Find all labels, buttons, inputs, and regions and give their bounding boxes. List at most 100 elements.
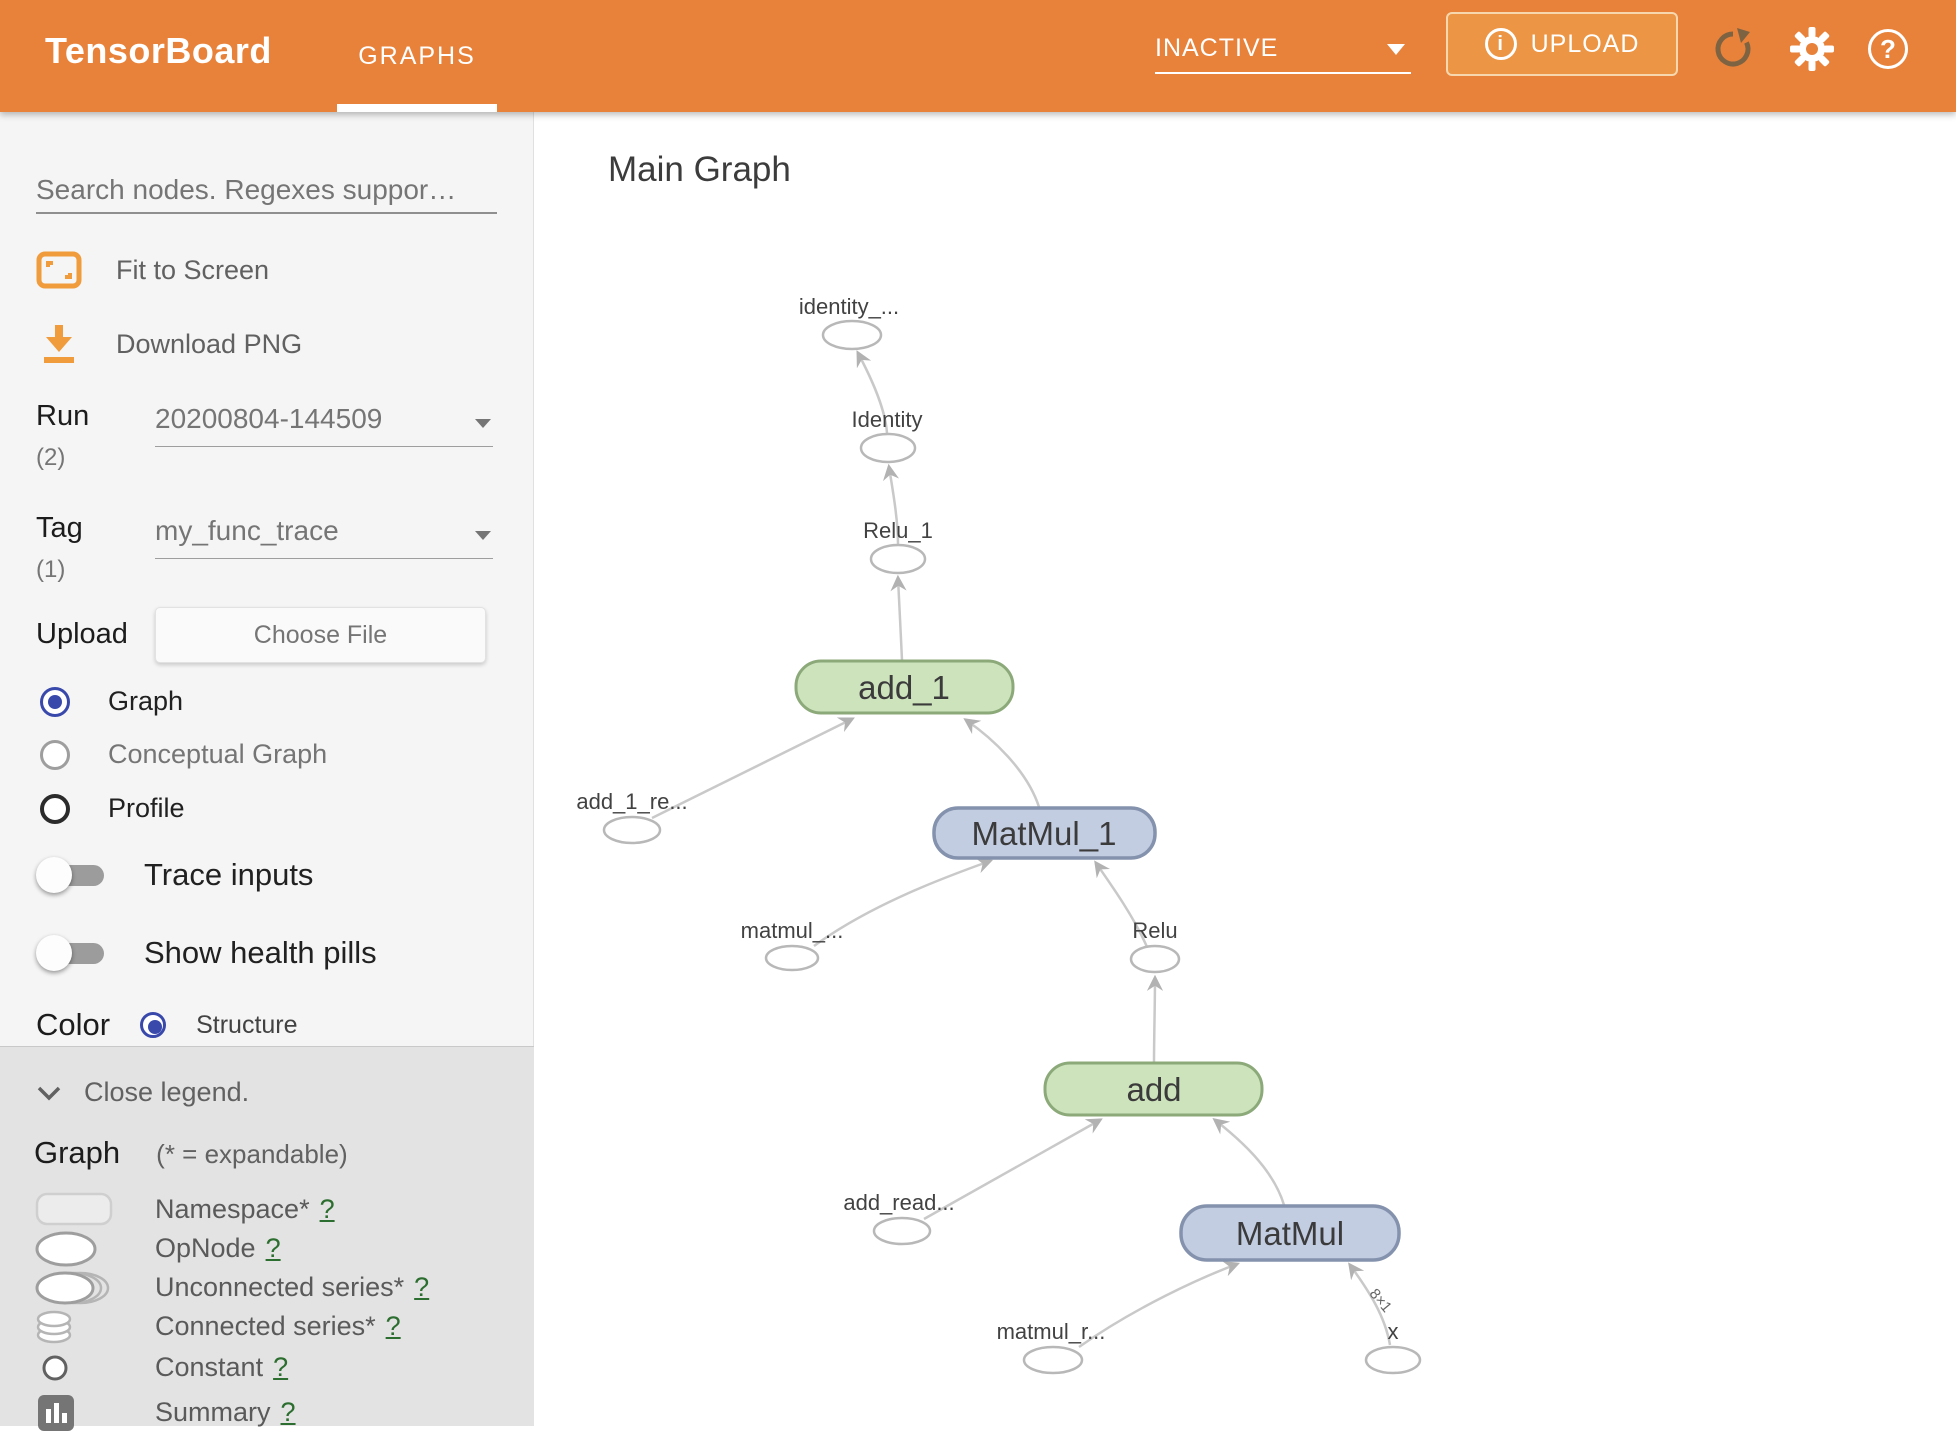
choose-file-button[interactable]: Choose File bbox=[155, 607, 486, 663]
node-label: matmul_r... bbox=[997, 1319, 1106, 1344]
search-input[interactable] bbox=[36, 168, 497, 214]
status-dropdown-value: INACTIVE bbox=[1155, 33, 1279, 62]
radio-structure[interactable] bbox=[140, 1012, 167, 1038]
node-label: MatMul_1 bbox=[972, 815, 1117, 852]
show-health-pills-toggle[interactable]: Show health pills bbox=[36, 935, 377, 971]
radio-graph-label: Graph bbox=[108, 686, 184, 716]
radio-selected-icon bbox=[40, 686, 70, 717]
edge-addread-to-add bbox=[923, 1118, 1103, 1221]
legend-item-label: Unconnected series* bbox=[155, 1272, 405, 1302]
tag-dropdown-value: my_func_trace bbox=[155, 515, 339, 546]
gear-icon[interactable] bbox=[1789, 26, 1835, 72]
legend-panel: Close legend. Graph (* = expandable) Nam… bbox=[0, 1046, 534, 1431]
tag-dropdown[interactable]: my_func_trace bbox=[155, 515, 493, 559]
edge-add1re-to-add1 bbox=[651, 717, 855, 820]
namespace-icon bbox=[35, 1192, 113, 1226]
close-legend-label: Close legend. bbox=[84, 1077, 250, 1107]
page-title: Main Graph bbox=[608, 150, 791, 189]
node-label: Identity bbox=[852, 407, 923, 432]
sidebar: Fit to Screen Download PNG Run (2) 20200… bbox=[0, 112, 534, 1431]
legend-heading-title: Graph bbox=[34, 1135, 121, 1170]
node-label: add_read... bbox=[843, 1190, 954, 1215]
help-icon: ? bbox=[1868, 29, 1908, 69]
toggle-off-icon bbox=[36, 935, 108, 971]
edge-add1-to-relu1 bbox=[890, 574, 907, 661]
unconnected-series-help-link[interactable]: ? bbox=[414, 1272, 430, 1302]
close-legend-button[interactable]: Close legend. bbox=[36, 1077, 249, 1108]
show-health-pills-label: Show health pills bbox=[144, 935, 377, 970]
tag-count: (1) bbox=[36, 556, 66, 583]
constant-help-link[interactable]: ? bbox=[273, 1352, 289, 1382]
edge-matmulr-to-matmul bbox=[1078, 1261, 1241, 1349]
legend-item-connected-series: Connected series*? bbox=[0, 1307, 534, 1347]
legend-item-label: Constant bbox=[155, 1352, 264, 1382]
edge-relu-to-matmul1 bbox=[1094, 860, 1149, 948]
run-dropdown[interactable]: 20200804-144509 bbox=[155, 403, 493, 447]
node-label: MatMul bbox=[1236, 1215, 1344, 1252]
color-row: Color Structure bbox=[36, 1007, 298, 1043]
node-matmul1-box[interactable] bbox=[932, 806, 1157, 860]
run-dropdown-value: 20200804-144509 bbox=[155, 403, 383, 434]
namespace-help-link[interactable]: ? bbox=[319, 1194, 335, 1224]
edge-shape-label: 8×1 bbox=[1366, 1285, 1395, 1315]
tab-active-indicator bbox=[337, 104, 497, 112]
fit-to-screen-button[interactable]: Fit to Screen bbox=[36, 250, 269, 290]
edge-matmul1-to-add1 bbox=[963, 718, 1041, 808]
upload-button[interactable]: i UPLOAD bbox=[1446, 12, 1678, 76]
download-png-button[interactable]: Download PNG bbox=[36, 322, 302, 366]
node-identity-ellipse[interactable] bbox=[859, 432, 917, 464]
trace-inputs-toggle[interactable]: Trace inputs bbox=[36, 857, 313, 893]
radio-graph[interactable]: Graph bbox=[40, 686, 183, 717]
legend-expandable-note: (* = expandable) bbox=[156, 1139, 348, 1169]
legend-item-label: Connected series* bbox=[155, 1311, 376, 1341]
run-label: Run bbox=[36, 400, 90, 432]
node-label: Relu bbox=[1132, 918, 1177, 943]
node-label: identity_... bbox=[799, 294, 899, 319]
legend-item-opnode: OpNode? bbox=[0, 1229, 534, 1269]
radio-conceptual-graph[interactable]: Conceptual Graph bbox=[40, 739, 327, 770]
download-icon bbox=[44, 325, 74, 363]
toggle-off-icon bbox=[36, 857, 108, 893]
help-button[interactable]: ? bbox=[1868, 29, 1914, 75]
node-label: matmul_... bbox=[741, 918, 844, 943]
connected-series-help-link[interactable]: ? bbox=[385, 1311, 401, 1341]
node-add1re-ellipse[interactable] bbox=[602, 815, 662, 845]
node-x-ellipse[interactable] bbox=[1364, 1345, 1422, 1375]
radio-profile[interactable]: Profile bbox=[40, 793, 185, 824]
upload-button-label: UPLOAD bbox=[1530, 29, 1640, 58]
edge-relu1-to-identity bbox=[883, 463, 900, 545]
color-label: Color bbox=[36, 1007, 111, 1042]
opnode-help-link[interactable]: ? bbox=[265, 1233, 281, 1263]
download-png-label: Download PNG bbox=[116, 328, 303, 359]
node-identity-out-ellipse[interactable] bbox=[821, 319, 883, 351]
upload-label: Upload bbox=[36, 618, 128, 650]
color-structure-label: Structure bbox=[196, 1010, 298, 1039]
node-add-box[interactable] bbox=[1043, 1061, 1264, 1117]
node-matmul-box[interactable] bbox=[1179, 1204, 1401, 1262]
node-matmulr-ellipse[interactable] bbox=[1022, 1345, 1084, 1375]
node-label: add bbox=[1126, 1071, 1181, 1108]
app-title: TensorBoard bbox=[45, 30, 272, 71]
tab-graphs[interactable]: GRAPHS bbox=[358, 41, 476, 70]
graph-svg[interactable]: 8×1 identity_... Identity Relu_1 add_1_r… bbox=[535, 112, 1956, 1426]
node-matmulread-ellipse[interactable] bbox=[764, 944, 820, 972]
node-label: Relu_1 bbox=[863, 518, 933, 543]
refresh-icon[interactable] bbox=[1710, 26, 1756, 72]
node-addread-ellipse[interactable] bbox=[872, 1216, 932, 1246]
info-icon: i bbox=[1484, 28, 1517, 60]
connected-series-icon bbox=[36, 1310, 72, 1344]
legend-item-label: OpNode bbox=[155, 1233, 256, 1263]
constant-icon bbox=[42, 1355, 68, 1381]
node-add1-box[interactable] bbox=[794, 659, 1015, 715]
fit-to-screen-label: Fit to Screen bbox=[116, 254, 270, 285]
node-label: add_1 bbox=[858, 669, 950, 706]
status-dropdown[interactable]: INACTIVE bbox=[1155, 24, 1411, 74]
edge-add-to-relu bbox=[1146, 974, 1164, 1063]
edge-matmulread-to-matmul1 bbox=[813, 857, 994, 948]
chevron-down-icon bbox=[475, 419, 491, 428]
node-relu-ellipse[interactable] bbox=[1129, 944, 1181, 974]
app-header: TensorBoard GRAPHS INACTIVE i UPLOAD bbox=[0, 0, 1956, 112]
summary-help-link[interactable]: ? bbox=[280, 1397, 296, 1427]
node-relu1-ellipse[interactable] bbox=[869, 543, 927, 575]
node-label: add_1_re... bbox=[576, 789, 687, 814]
